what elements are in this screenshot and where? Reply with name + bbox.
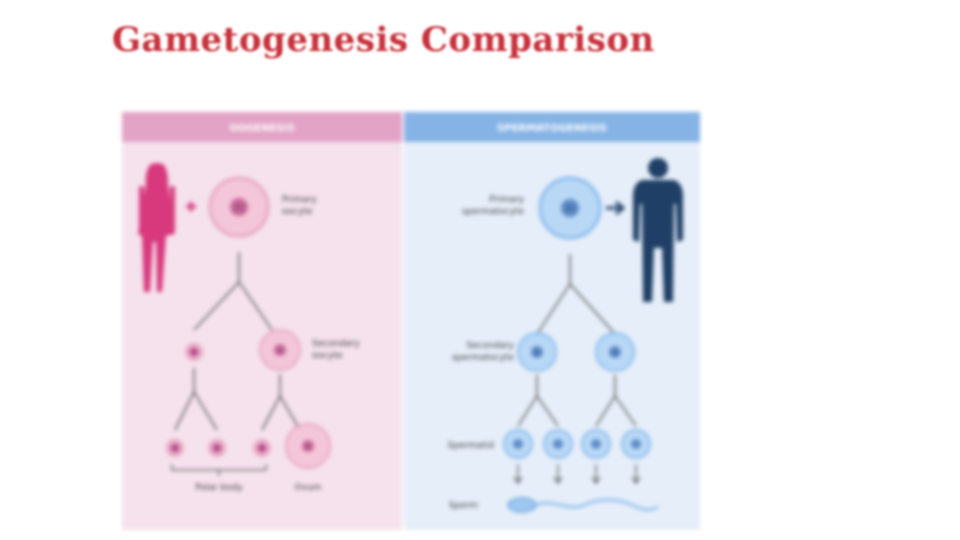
secondary-oocyte-label-1: Secondary [312, 339, 360, 349]
polar-body-1-nucleus [171, 444, 179, 452]
spermatid-4-nucleus [631, 439, 641, 449]
secondary-oocyte-nucleus [274, 344, 286, 356]
spermatogenesis-header-bar [404, 112, 700, 142]
diagram-svg: OOGENESIS SPERMATOGENESIS 2n Primary ooc… [122, 112, 700, 530]
oogenesis-panel [122, 112, 402, 530]
primary-oocyte-nucleus [230, 198, 248, 216]
spermatogenesis-split-1 [536, 254, 616, 335]
polar-body-3-nucleus [258, 444, 266, 452]
spermatid-3-nucleus [591, 439, 601, 449]
primary-oocyte-nucleus-label: 2n [234, 203, 244, 212]
secondary-spermatocyte-1-nucleus-label: n [534, 348, 539, 357]
oogenesis-split-2 [174, 368, 301, 431]
gametogenesis-diagram: OOGENESIS SPERMATOGENESIS 2n Primary ooc… [122, 112, 700, 530]
spermatogenesis-split-2 [517, 375, 637, 427]
slide-title: Gametogenesis Comparison [112, 20, 655, 60]
first-polar-body-nucleus [190, 348, 198, 356]
female-figure-icon [138, 163, 175, 292]
secondary-spermatocyte-2-nucleus-label: n [612, 348, 617, 357]
primary-spermatocyte-label-2: spermatocyte [462, 207, 525, 217]
primary-spermatocyte-nucleus [561, 199, 579, 217]
ovum-nucleus [302, 440, 314, 452]
secondary-spermatocyte-label-2: spermatocyte [452, 353, 515, 363]
primary-oocyte-label-2: oocyte [282, 207, 313, 217]
oogenesis-split-1 [193, 252, 273, 331]
primary-oocyte-label-1: Primary [282, 195, 317, 205]
polar-body-label: Polar body [195, 483, 243, 493]
spermatid-label: Spermatid [447, 441, 494, 451]
sperm-icon [507, 497, 659, 513]
spermatid-arrows [513, 464, 641, 485]
secondary-oocyte-label-2: oocyte [312, 351, 343, 361]
spermatid-1-nucleus [513, 439, 523, 449]
primary-spermatocyte-nucleus-label: 2n [565, 204, 575, 213]
secondary-spermatocyte-label-1: Secondary [466, 341, 514, 351]
plus-icon [186, 201, 196, 212]
ovum-nucleus-label: n [305, 442, 310, 451]
secondary-spermatocyte-2-nucleus [609, 346, 621, 358]
oogenesis-header: OOGENESIS [229, 123, 294, 134]
secondary-spermatocyte-1-nucleus [531, 346, 543, 358]
secondary-oocyte-nucleus-label: n [277, 346, 282, 355]
arrow-to-male-icon [606, 200, 626, 216]
spermatid-2-nucleus [553, 439, 563, 449]
male-figure-icon [633, 158, 683, 302]
polar-body-bracket [171, 464, 267, 476]
primary-spermatocyte-label-1: Primary [489, 195, 524, 205]
oogenesis-header-bar [122, 112, 402, 142]
spermatogenesis-header: SPERMATOGENESIS [497, 123, 607, 134]
spermatid-row [503, 429, 651, 459]
polar-body-2-nucleus [213, 444, 221, 452]
ovum-label: Ovum [295, 483, 322, 493]
sperm-label: Sperm [449, 501, 478, 511]
